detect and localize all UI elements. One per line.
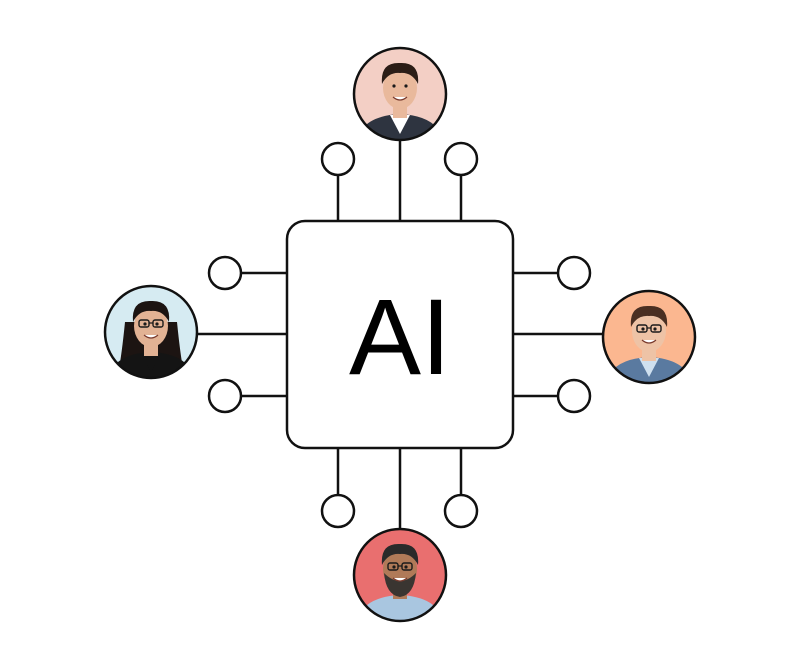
person-right-face (632, 310, 666, 352)
person-left-eye-right (155, 322, 159, 326)
terminal-right-bottom (556, 378, 592, 414)
person-top-portrait (354, 48, 446, 140)
person-left-ring (103, 284, 199, 380)
terminal-bottom-left (320, 493, 356, 529)
person-top-ring (352, 46, 448, 142)
person-top-smile (392, 96, 408, 101)
person-left-avatar (103, 284, 199, 380)
terminal-left-top (207, 255, 243, 291)
person-top-avatar (352, 46, 448, 142)
person-left-face (134, 305, 168, 347)
person-right-hair (630, 305, 668, 327)
person-right-avatar (601, 289, 697, 385)
person-right-collar (639, 358, 659, 377)
person-right-eye-right (653, 327, 657, 331)
person-top-face (383, 67, 417, 109)
ai-chip (285, 219, 515, 450)
person-right-eye-left (641, 327, 645, 331)
terminal-top-left (320, 141, 356, 177)
person-bottom-collar (390, 596, 410, 615)
terminal-nodes (207, 141, 592, 529)
terminal-right-top (556, 255, 592, 291)
person-left-collar (141, 353, 161, 372)
person-bottom-beard (384, 573, 416, 597)
person-top-eye-left (392, 84, 396, 88)
person-bottom-ring (352, 527, 448, 623)
person-bottom-eye-right (404, 565, 408, 569)
person-right-ring (601, 289, 697, 385)
person-top-eye-right (404, 84, 408, 88)
terminal-bottom-right (443, 493, 479, 529)
person-bottom-hair (381, 543, 419, 565)
person-right-smile (641, 339, 657, 344)
person-left-eye-left (143, 322, 147, 326)
terminal-top-right (443, 141, 479, 177)
person-bottom-smile (392, 577, 408, 582)
person-top-collar (390, 115, 410, 134)
person-top-hair (381, 62, 419, 84)
person-right-portrait (603, 291, 695, 383)
avatars (103, 46, 697, 623)
ai-chip-label: AI (349, 276, 451, 397)
person-left-smile (143, 334, 159, 339)
terminal-left-bottom (207, 378, 243, 414)
person-bottom-avatar (352, 527, 448, 623)
connector-lines (197, 140, 603, 529)
person-bottom-eye-left (392, 565, 396, 569)
person-left-hair (132, 300, 170, 322)
